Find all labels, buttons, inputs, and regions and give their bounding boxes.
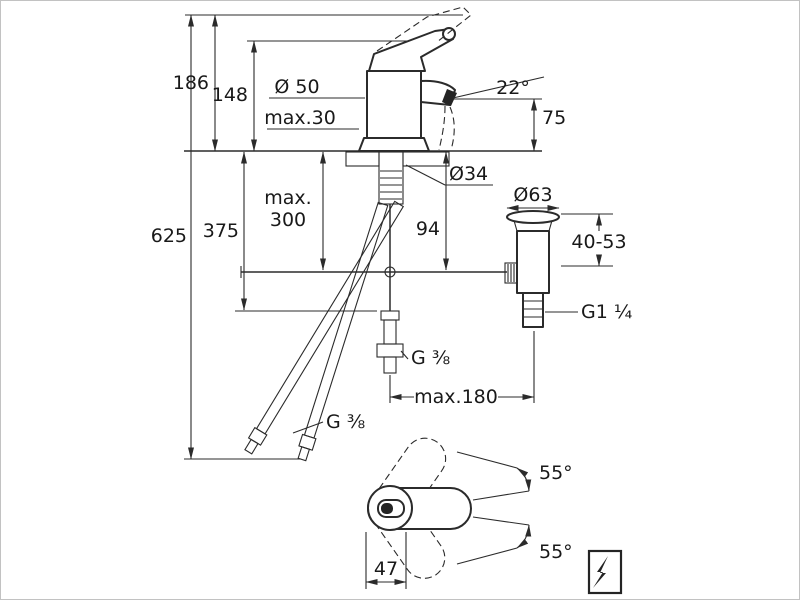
dim-label-148: 148 (212, 84, 248, 106)
front-view: 625 186 148 Ø 50 max.30 22° 75 Ø34 375 m… (151, 6, 632, 462)
faucet-base (358, 137, 430, 152)
handle-swing-down-dashed (367, 486, 446, 579)
drain-assembly (504, 210, 578, 328)
spray-angle-line (452, 76, 545, 99)
dim-label-75: 75 (542, 107, 566, 129)
thread-label-g1-1-4: G1 ¼ (581, 301, 632, 323)
pop-up-rod (240, 204, 507, 374)
aerator-tip (442, 89, 457, 106)
drain-flange (506, 210, 560, 224)
drain-body (516, 230, 550, 294)
supply-hose-right (297, 201, 389, 462)
faucet-body (366, 70, 422, 139)
dimension-lines (187, 14, 603, 460)
drain-knob (504, 262, 518, 284)
mounting-deck (184, 150, 542, 167)
rod-max-label-1: max. (264, 187, 311, 209)
deck-max-label: max.30 (264, 107, 336, 129)
dim-label-47: 47 (374, 558, 398, 580)
quick-install-symbol (587, 549, 623, 595)
lightning-bolt-icon (593, 556, 608, 588)
water-stream-dashed-2 (438, 105, 446, 151)
dia-label-63: Ø63 (513, 184, 552, 206)
rod-max-label-2: 300 (270, 209, 306, 231)
angle-label-55-bottom: 55° (539, 541, 573, 563)
supply-hose-left (244, 200, 405, 455)
angle-label-22: 22° (496, 77, 530, 99)
drain-tailpipe (522, 292, 544, 328)
width-dimension (365, 532, 407, 589)
symbol-box (587, 549, 623, 595)
reach-max-label: max.180 (414, 386, 498, 408)
angle-label-55-top: 55° (539, 462, 573, 484)
dia-label-34: Ø34 (449, 163, 488, 185)
faucet-front (358, 6, 545, 152)
top-view: 55° 55° 47 (365, 437, 573, 589)
lever-knob (442, 27, 456, 41)
swivel-angle-annotations (456, 451, 532, 565)
thread-label-g3-8-hose: G ⅜ (326, 411, 365, 433)
lever-handle (368, 28, 454, 72)
rod-ball-joint (384, 266, 396, 278)
dim-label-625: 625 (151, 225, 187, 247)
lever-raised-dashed (376, 6, 472, 52)
water-stream-dashed (449, 106, 455, 151)
dia-label-50: Ø 50 (274, 76, 319, 98)
thread-label-g3-8-center: G ⅜ (411, 347, 450, 369)
dim-label-186: 186 (173, 72, 209, 94)
dim-label-94: 94 (416, 218, 440, 240)
cartridge-slot (381, 503, 393, 514)
range-label-40-53: 40-53 (571, 231, 626, 253)
dim-label-375: 375 (203, 220, 239, 242)
threaded-shank (378, 151, 404, 205)
